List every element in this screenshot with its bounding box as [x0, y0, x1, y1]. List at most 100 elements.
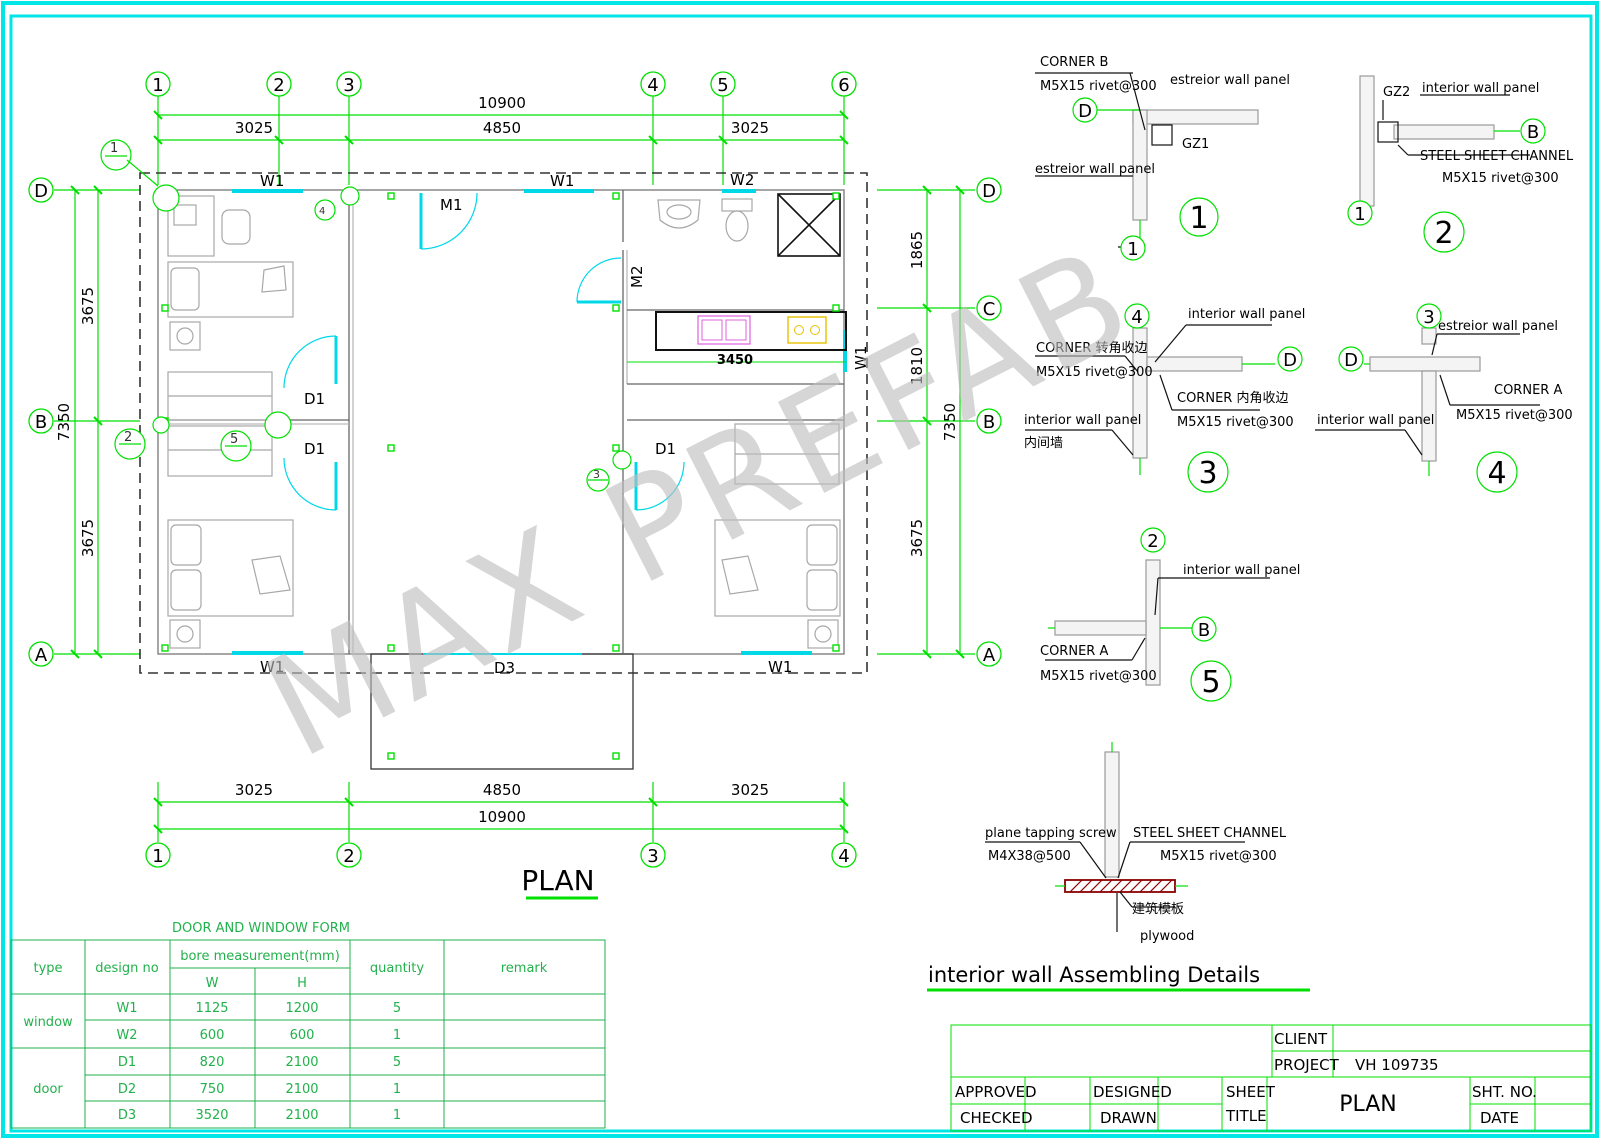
- header-w: W: [206, 976, 219, 991]
- axis-bubbles-top: 1 2 3 4 5 6: [145, 71, 857, 97]
- d3-corner1: CORNER 转角收边: [1036, 341, 1147, 356]
- label-d3: D3: [494, 659, 515, 677]
- row-w1-h: 1200: [285, 1001, 318, 1016]
- header-remark: remark: [501, 961, 548, 976]
- axis-bottom-2: 2: [343, 846, 354, 867]
- tb-project-label: PROJECT: [1274, 1056, 1340, 1074]
- row-d3-no: D3: [118, 1108, 136, 1123]
- tb-checked: CHECKED: [960, 1109, 1033, 1127]
- dim-top-part-1: 3025: [235, 119, 273, 137]
- d1-axis-1: 1: [1127, 239, 1138, 260]
- dim-right-part-1: 1865: [908, 231, 926, 269]
- d4-axis-3: 3: [1423, 307, 1434, 328]
- row-d1-qty: 5: [393, 1055, 401, 1070]
- plan-walls: [139, 172, 868, 770]
- stove: [787, 316, 827, 344]
- floor-detail: plane tapping screw M4X38@500 STEEL SHEE…: [985, 742, 1287, 944]
- dim-bottom-part-1: 3025: [235, 781, 273, 799]
- detail-marker-labels: 1 4 2 5 3: [110, 141, 600, 481]
- row-d2-qty: 1: [393, 1082, 401, 1097]
- marker-2: 2: [124, 430, 132, 445]
- dim-top-total: 10900: [478, 94, 526, 112]
- door-d1-lower-swing: [283, 457, 337, 511]
- d1-rivet: M5X15 rivet@300: [1040, 79, 1157, 94]
- label-d1-right: D1: [655, 440, 676, 458]
- detail-4: estreior wall panel CORNER A M5X15 rivet…: [1315, 303, 1573, 493]
- d4-number: 4: [1487, 456, 1506, 491]
- axis-top-5: 5: [717, 75, 728, 96]
- chair: [221, 209, 251, 245]
- door-d1-right-swing: [635, 461, 685, 511]
- tb-project-value: VH 109735: [1355, 1056, 1439, 1074]
- tb-sheet-title-2: TITLE: [1225, 1107, 1267, 1125]
- tb-drawn: DRAWN: [1100, 1109, 1157, 1127]
- plan-dim-ticks: [70, 110, 965, 834]
- axis-bubbles-right: D C B A: [976, 177, 1002, 667]
- label-m2: M2: [628, 266, 646, 289]
- label-w1-bottom-right: W1: [768, 658, 792, 676]
- header-h: H: [297, 976, 307, 991]
- axis-bubbles-bottom: 1 2 3 4: [145, 842, 857, 868]
- axis-top-2: 2: [273, 75, 284, 96]
- d4-ext: estreior wall panel: [1438, 319, 1558, 334]
- detail-1: CORNER B M5X15 rivet@300 estreior wall p…: [1035, 55, 1290, 261]
- d3-rivet1: M5X15 rivet@300: [1036, 365, 1153, 380]
- kitchen-counter: [627, 311, 847, 363]
- d2-int: interior wall panel: [1422, 81, 1539, 96]
- d2-number: 2: [1434, 216, 1453, 251]
- tb-designed: DESIGNED: [1093, 1083, 1172, 1101]
- counter-length: 3450: [717, 353, 753, 368]
- axis-bottom-3: 3: [647, 846, 658, 867]
- d5-int: interior wall panel: [1183, 563, 1300, 578]
- dim-bottom-total: 10900: [478, 808, 526, 826]
- detail-markers: [100, 139, 632, 492]
- dim-top-part-3: 3025: [731, 119, 769, 137]
- form-table-headers: type design no bore measurement(mm) W H …: [33, 949, 547, 991]
- d4-int: interior wall panel: [1317, 413, 1434, 428]
- title-block-grid: [950, 1024, 1592, 1132]
- d4-axis-d: D: [1344, 350, 1358, 371]
- dim-left-total: 7350: [55, 403, 73, 441]
- marker-1: 1: [110, 141, 118, 156]
- d5-number: 5: [1201, 665, 1220, 700]
- d3-int-top: interior wall panel: [1188, 307, 1305, 322]
- row-w1-w: 1125: [195, 1001, 228, 1016]
- toilet-tank: [721, 198, 753, 212]
- dim-left-part-2: 3675: [79, 519, 97, 557]
- row-w2-no: W2: [116, 1028, 137, 1043]
- dim-top-part-2: 4850: [483, 119, 521, 137]
- axis-bottom-4: 4: [838, 846, 849, 867]
- watermark-text: MAX PREFAB: [241, 215, 1158, 790]
- d3-number: 3: [1198, 456, 1217, 491]
- row-w2-qty: 1: [393, 1028, 401, 1043]
- marker-4: 4: [319, 206, 325, 217]
- tb-approved: APPROVED: [955, 1083, 1037, 1101]
- watermark: MAX PREFAB: [241, 215, 1158, 790]
- label-w1-right: W1: [852, 346, 870, 370]
- d5-axis-2: 2: [1147, 531, 1158, 552]
- d3-int-side: interior wall panel: [1024, 413, 1141, 428]
- tb-sheet-title-1: SHEET: [1226, 1083, 1276, 1101]
- tb-sht-no: SHT. NO.: [1472, 1083, 1537, 1101]
- axis-bubbles-left: D B A: [28, 177, 54, 667]
- plan-dimensions: 10900 3025 4850 3025 3025 4850 3025 1090…: [55, 94, 959, 826]
- door-m2-swing: [576, 257, 622, 303]
- axis-right-a: A: [983, 645, 996, 666]
- tb-title-value: PLAN: [1339, 1092, 1397, 1117]
- floor-screw-spec: M4X38@500: [988, 849, 1071, 864]
- dim-right-part-3: 3675: [908, 519, 926, 557]
- floor-board: plywood: [1140, 929, 1194, 944]
- axis-top-6: 6: [838, 75, 849, 96]
- row-d1-h: 2100: [285, 1055, 318, 1070]
- form-table-rows: window W1 1125 1200 5 W2 600 600 1 door …: [23, 1001, 401, 1123]
- plan-title: PLAN: [521, 864, 594, 897]
- desk: [167, 195, 215, 257]
- tb-date: DATE: [1480, 1109, 1519, 1127]
- row-d2-h: 2100: [285, 1082, 318, 1097]
- axis-right-d: D: [982, 181, 996, 202]
- plan-openings: [232, 189, 847, 655]
- floor-channel: STEEL SHEET CHANNEL: [1133, 826, 1287, 841]
- washbasin: [657, 199, 701, 229]
- marker-3: 3: [593, 468, 600, 481]
